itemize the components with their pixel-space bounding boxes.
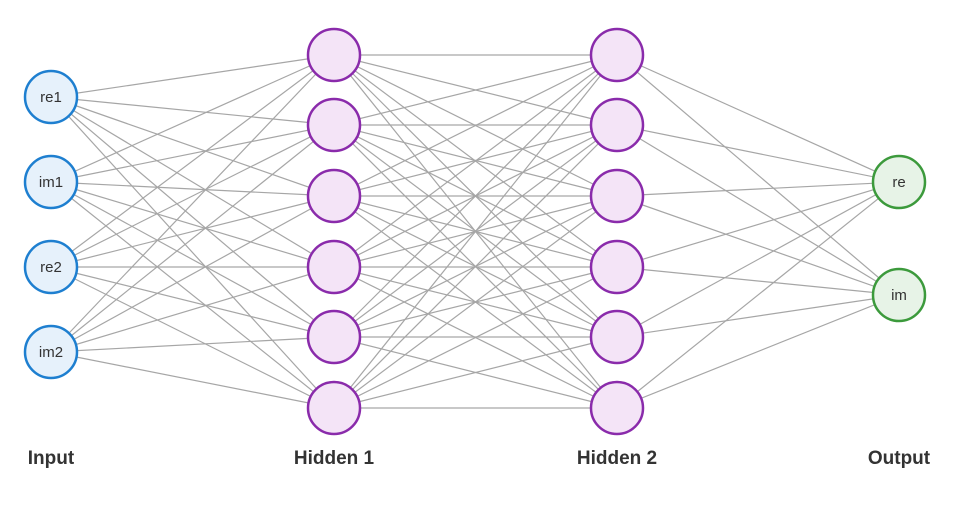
edge-l3-5-to-2 [616, 294, 900, 338]
edge-l3-3-to-1 [616, 181, 900, 197]
edge-l1-4-to-2 [50, 124, 335, 353]
edge-l1-4-to-5 [50, 336, 335, 353]
node-label: im [891, 287, 907, 304]
node-label: re2 [40, 259, 62, 276]
neuron-circle [871, 267, 927, 323]
neuron-circle [306, 380, 362, 436]
edge-l2-6-to-5 [333, 336, 618, 409]
edge-l1-2-to-1 [50, 54, 335, 183]
edge-l3-2-to-1 [616, 124, 900, 183]
node-label: re [892, 174, 905, 191]
edge-l2-5-to-1 [333, 54, 618, 338]
node-hidden-2-6 [589, 380, 645, 436]
neuron-circle [589, 239, 645, 295]
neuron-circle [589, 27, 645, 83]
edge-l1-2-to-5 [50, 181, 335, 338]
node-hidden-1-6 [306, 380, 362, 436]
node-input-3: re2 [23, 239, 79, 295]
edge-l1-2-to-6 [50, 181, 335, 409]
node-hidden-1-2 [306, 97, 362, 153]
edge-l1-4-to-3 [50, 195, 335, 353]
edge-l1-3-to-5 [50, 266, 335, 338]
neuron-circle [589, 309, 645, 365]
edge-l1-3-to-1 [50, 54, 335, 268]
node-hidden-1-1 [306, 27, 362, 83]
node-label: im1 [39, 174, 63, 191]
neuron-circle [306, 309, 362, 365]
neuron-circle [589, 380, 645, 436]
edge-l1-1-to-2 [50, 96, 335, 126]
edge-l1-4-to-4 [50, 266, 335, 353]
layer-label-hidden-1: Hidden 1 [294, 448, 375, 469]
edge-l3-6-to-1 [616, 181, 900, 409]
edge-l1-2-to-3 [50, 181, 335, 197]
layer-label-hidden-2: Hidden 2 [577, 448, 657, 469]
neuron-circle [23, 69, 79, 125]
edge-l1-1-to-1 [50, 54, 335, 98]
node-hidden-1-3 [306, 168, 362, 224]
node-input-4: im2 [23, 324, 79, 380]
edge-l3-4-to-2 [616, 266, 900, 296]
node-output-1: re [871, 154, 927, 210]
edge-l1-1-to-5 [50, 96, 335, 338]
edge-l2-2-to-1 [333, 54, 618, 126]
layer-label-output: Output [868, 448, 931, 469]
neuron-circle [23, 324, 79, 380]
edge-l2-6-to-2 [333, 124, 618, 409]
neuron-circle [306, 239, 362, 295]
node-label: re1 [40, 89, 62, 106]
edge-l2-6-to-3 [333, 195, 618, 409]
edge-l1-3-to-2 [50, 124, 335, 268]
node-hidden-2-5 [589, 309, 645, 365]
edge-l1-1-to-6 [50, 96, 335, 409]
edge-l1-4-to-1 [50, 54, 335, 353]
edge-l1-1-to-4 [50, 96, 335, 268]
node-hidden-1-5 [306, 309, 362, 365]
node-input-1: re1 [23, 69, 79, 125]
node-hidden-2-2 [589, 97, 645, 153]
edge-l3-2-to-2 [616, 124, 900, 296]
node-label: im2 [39, 344, 63, 361]
edge-l3-6-to-2 [616, 294, 900, 409]
edge-l3-4-to-1 [616, 181, 900, 268]
node-input-2: im1 [23, 154, 79, 210]
node-hidden-2-4 [589, 239, 645, 295]
node-hidden-1-4 [306, 239, 362, 295]
edge-l2-3-to-1 [333, 54, 618, 197]
edge-l3-3-to-2 [616, 195, 900, 296]
layer-label-input: Input [28, 448, 75, 469]
neuron-circle [306, 27, 362, 83]
layer-labels: Input Hidden 1 Hidden 2 Output [28, 448, 931, 469]
neuron-circle [589, 97, 645, 153]
edge-l2-6-to-4 [333, 266, 618, 409]
edge-l1-3-to-3 [50, 195, 335, 268]
edge-l1-1-to-3 [50, 96, 335, 197]
connections [50, 54, 900, 409]
edge-l1-3-to-6 [50, 266, 335, 409]
node-output-2: im [871, 267, 927, 323]
node-hidden-2-3 [589, 168, 645, 224]
neuron-circle [306, 168, 362, 224]
edge-l1-2-to-2 [50, 124, 335, 183]
neuron-circle [23, 154, 79, 210]
edge-l3-1-to-1 [616, 54, 900, 183]
edge-l1-2-to-4 [50, 181, 335, 268]
neuron-circle [589, 168, 645, 224]
edge-l2-6-to-1 [333, 54, 618, 409]
neurons: re1 im1 re2 im2 re im [23, 27, 927, 436]
edge-l3-5-to-1 [616, 181, 900, 338]
edge-l1-4-to-6 [50, 351, 335, 409]
node-hidden-2-1 [589, 27, 645, 83]
edge-l3-1-to-2 [616, 54, 900, 296]
neuron-circle [23, 239, 79, 295]
neuron-circle [871, 154, 927, 210]
neuron-circle [306, 97, 362, 153]
edge-l2-4-to-1 [333, 54, 618, 268]
